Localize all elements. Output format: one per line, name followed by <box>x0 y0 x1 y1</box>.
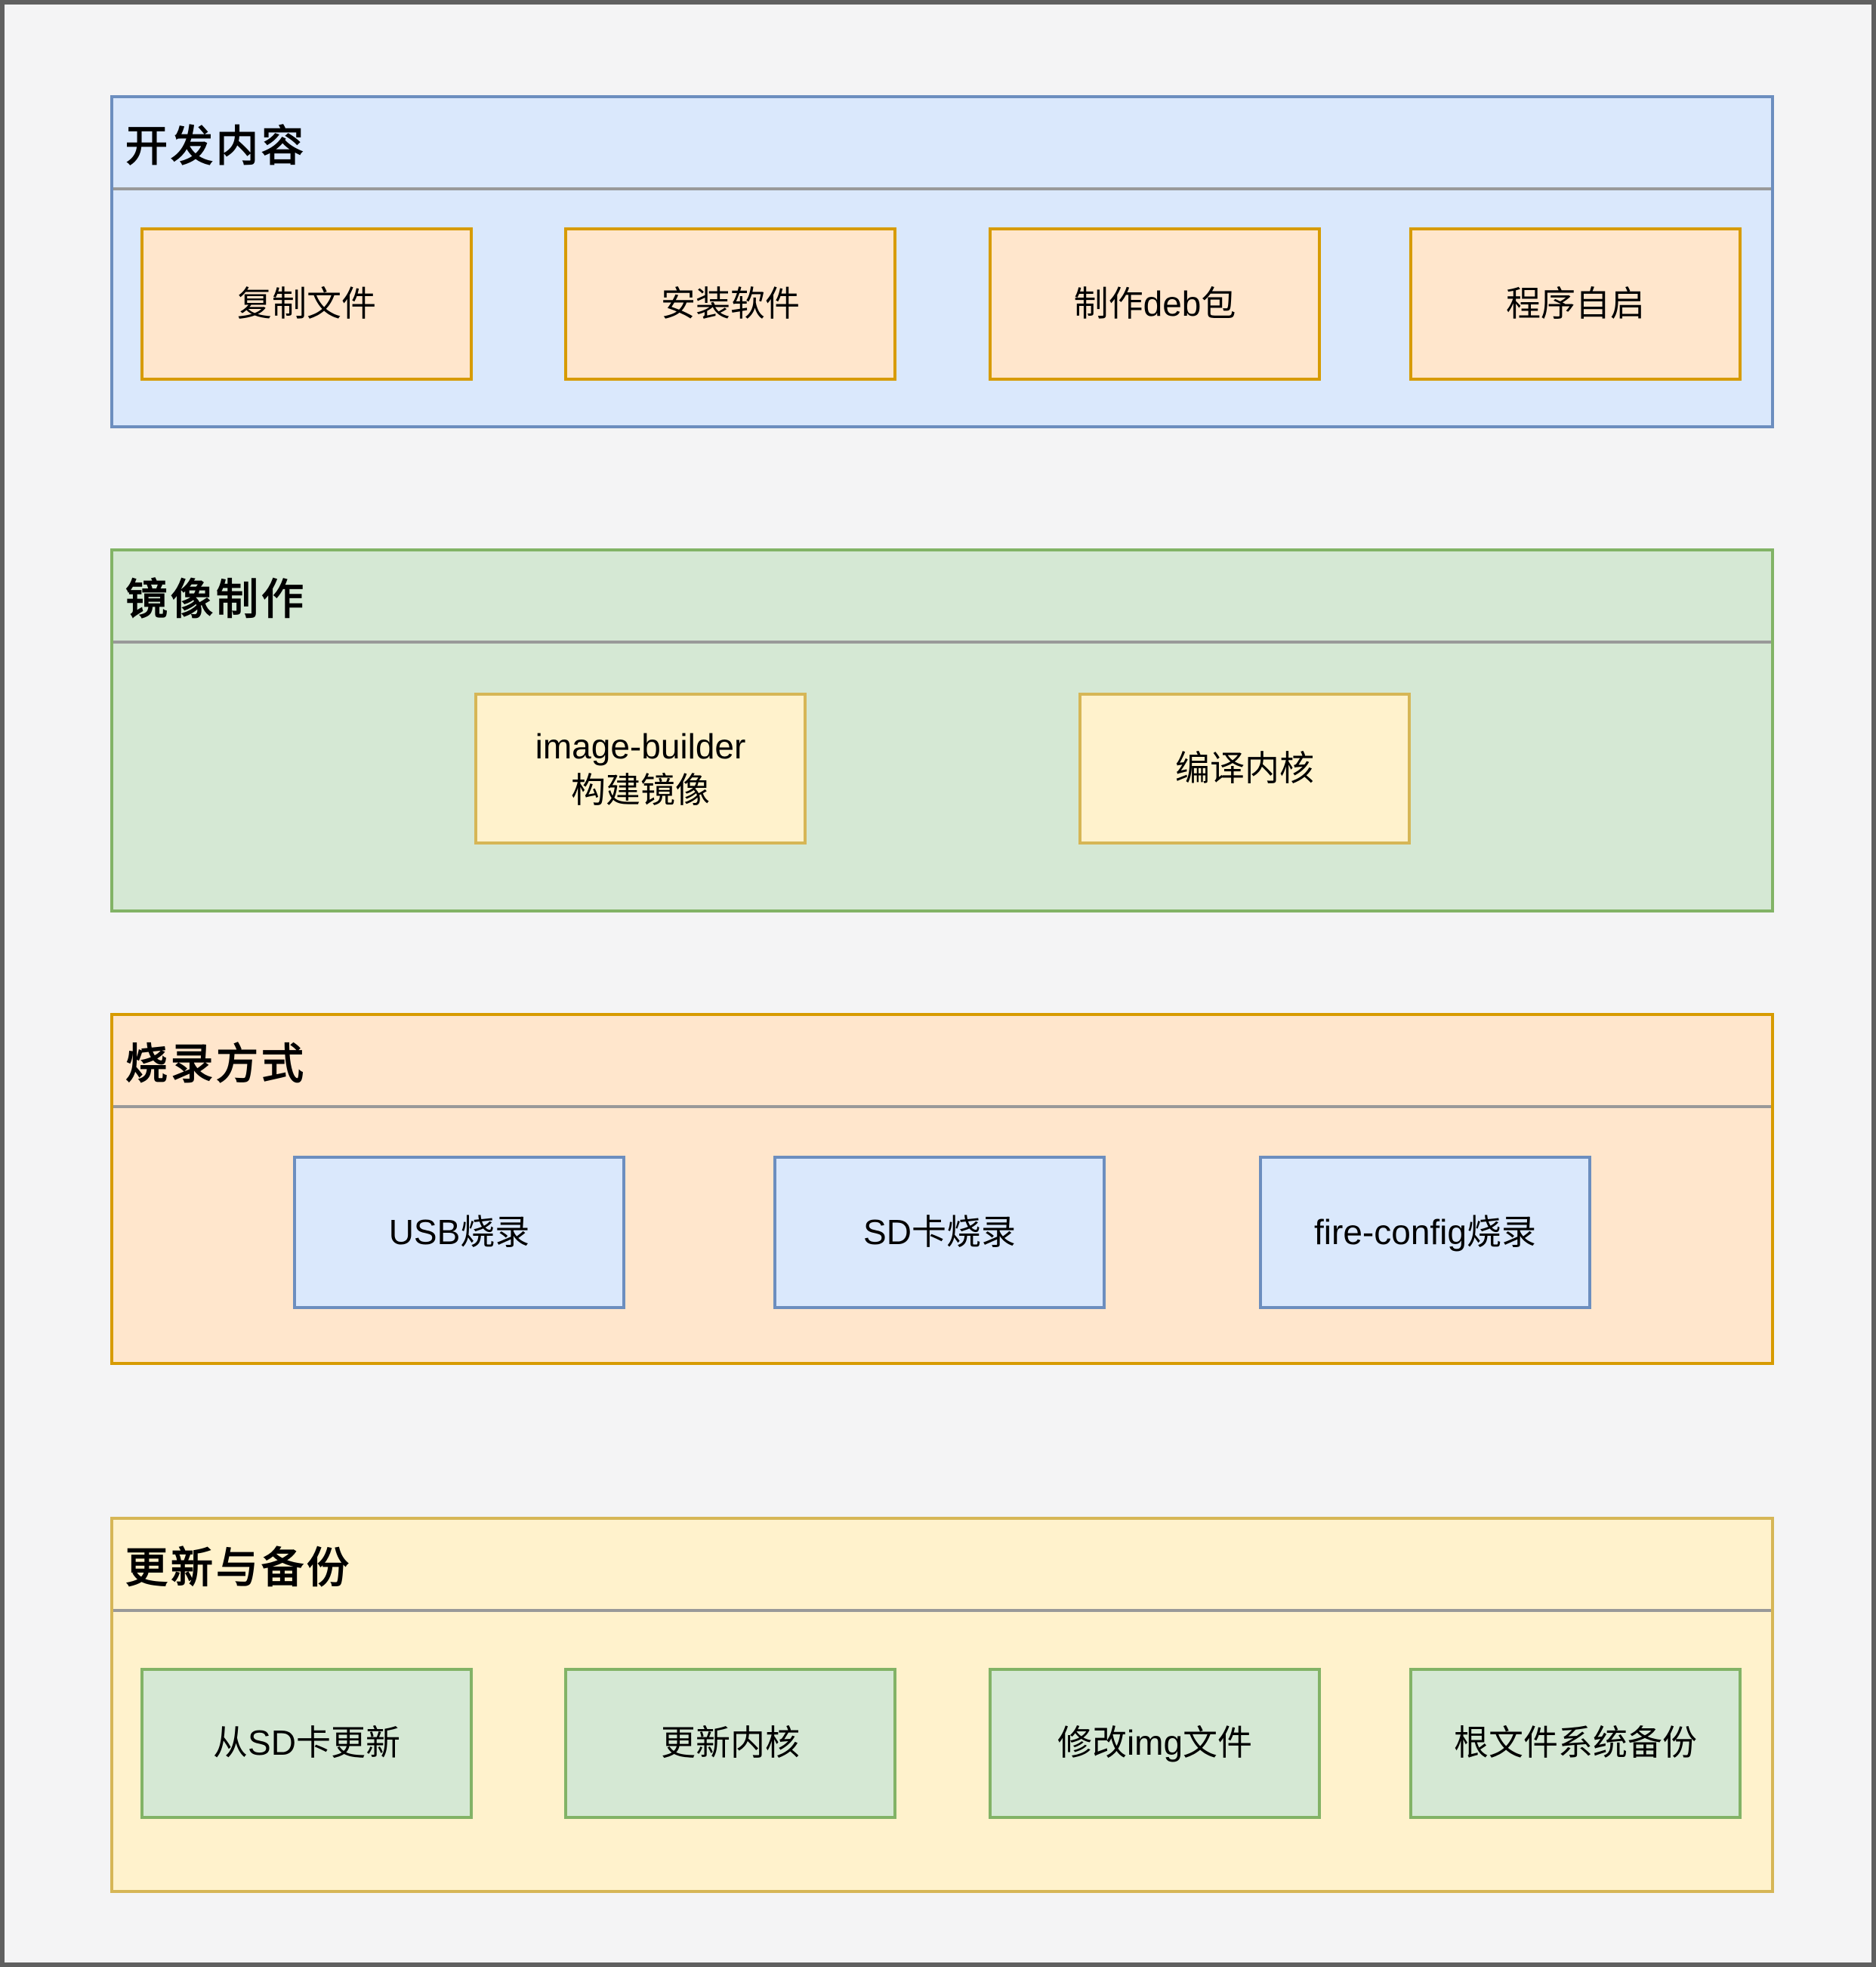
section-development-header: 开发内容 <box>113 98 1771 190</box>
section-title: 镜像制作 <box>125 575 307 623</box>
section-title: 开发内容 <box>125 122 307 170</box>
node-label: 修改img文件 <box>1057 1723 1253 1763</box>
node-compile-kernel: 编译内核 <box>1078 693 1411 845</box>
node-image-builder: image-builder 构建镜像 <box>474 693 807 845</box>
section-update-backup: 更新与备份 从SD卡更新 更新内核 修改img文件 根文件系统备份 <box>110 1517 1774 1893</box>
node-label: 根文件系统备份 <box>1454 1723 1697 1763</box>
section-image-build: 镜像制作 image-builder 构建镜像 编译内核 <box>110 548 1774 912</box>
node-label: USB烧录 <box>388 1212 530 1252</box>
node-rootfs-backup: 根文件系统备份 <box>1409 1668 1742 1819</box>
node-label: 更新内核 <box>661 1723 800 1763</box>
node-label: 编译内核 <box>1175 748 1314 788</box>
section-flash-method-header: 烧录方式 <box>113 1016 1771 1108</box>
section-image-build-header: 镜像制作 <box>113 551 1771 644</box>
node-make-deb-package: 制作deb包 <box>989 227 1321 381</box>
node-copy-files: 复制文件 <box>140 227 473 381</box>
node-label: image-builder 构建镜像 <box>535 727 746 810</box>
section-update-backup-header: 更新与备份 <box>113 1520 1771 1612</box>
node-update-from-sd: 从SD卡更新 <box>140 1668 473 1819</box>
node-modify-img-file: 修改img文件 <box>989 1668 1321 1819</box>
node-program-autostart: 程序自启 <box>1409 227 1742 381</box>
node-fire-config-flash: fire-config烧录 <box>1259 1156 1591 1309</box>
node-label: 安装软件 <box>661 283 800 323</box>
node-label: fire-config烧录 <box>1314 1212 1536 1252</box>
node-sd-card-flash: SD卡烧录 <box>773 1156 1106 1309</box>
section-flash-method: 烧录方式 USB烧录 SD卡烧录 fire-config烧录 <box>110 1013 1774 1365</box>
section-development: 开发内容 复制文件 安装软件 制作deb包 程序自启 <box>110 95 1774 428</box>
section-title: 烧录方式 <box>125 1039 307 1088</box>
section-title: 更新与备份 <box>125 1543 352 1592</box>
node-label: 制作deb包 <box>1073 283 1236 323</box>
node-install-software: 安装软件 <box>564 227 896 381</box>
node-label: 程序自启 <box>1506 283 1645 323</box>
node-label: 从SD卡更新 <box>213 1723 400 1763</box>
node-label: SD卡烧录 <box>863 1212 1016 1252</box>
node-label: 复制文件 <box>237 283 376 323</box>
node-usb-flash: USB烧录 <box>293 1156 625 1309</box>
node-update-kernel: 更新内核 <box>564 1668 896 1819</box>
